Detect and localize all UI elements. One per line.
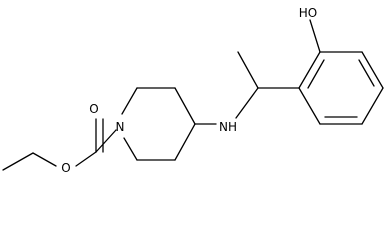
- hydroxyl-label: HO: [299, 6, 317, 20]
- bond-carbonyl-c-ring-n: [95, 129, 117, 153]
- bond-benzene-inner-1: [307, 59, 325, 89]
- bond-ch-methyl: [237, 51, 259, 89]
- amine-nh-label: NH: [219, 120, 237, 134]
- bond-benzene-1: [298, 51, 321, 89]
- bond-ring-c4-lower: [174, 123, 196, 161]
- structure-canvas: O O N NH HO: [2, 6, 384, 175]
- bond-benzene-inner-2: [358, 59, 375, 87]
- bond-benzene-6: [298, 87, 321, 125]
- bond-ethyl-ch3-ch2: [2, 152, 34, 171]
- carbonyl-oxygen-label: O: [89, 102, 98, 116]
- bond-benzene-3: [361, 51, 384, 89]
- bond-nh-ch: [235, 87, 259, 119]
- bond-ring-lower-n: [123, 137, 138, 161]
- bond-ring-n-upper: [121, 87, 138, 115]
- bond-ester-o-carbonyl-c: [75, 151, 97, 167]
- molecule-diagram: O O N NH HO: [2, 6, 384, 175]
- bond-ring-upper-c4: [174, 87, 196, 125]
- bond-ethyl-ch2-o: [32, 152, 57, 167]
- ester-oxygen-label: O: [61, 161, 70, 175]
- bond-benzene-4: [361, 87, 384, 125]
- bond-benzene-oh: [309, 19, 321, 53]
- ring-nitrogen-label: N: [116, 120, 125, 134]
